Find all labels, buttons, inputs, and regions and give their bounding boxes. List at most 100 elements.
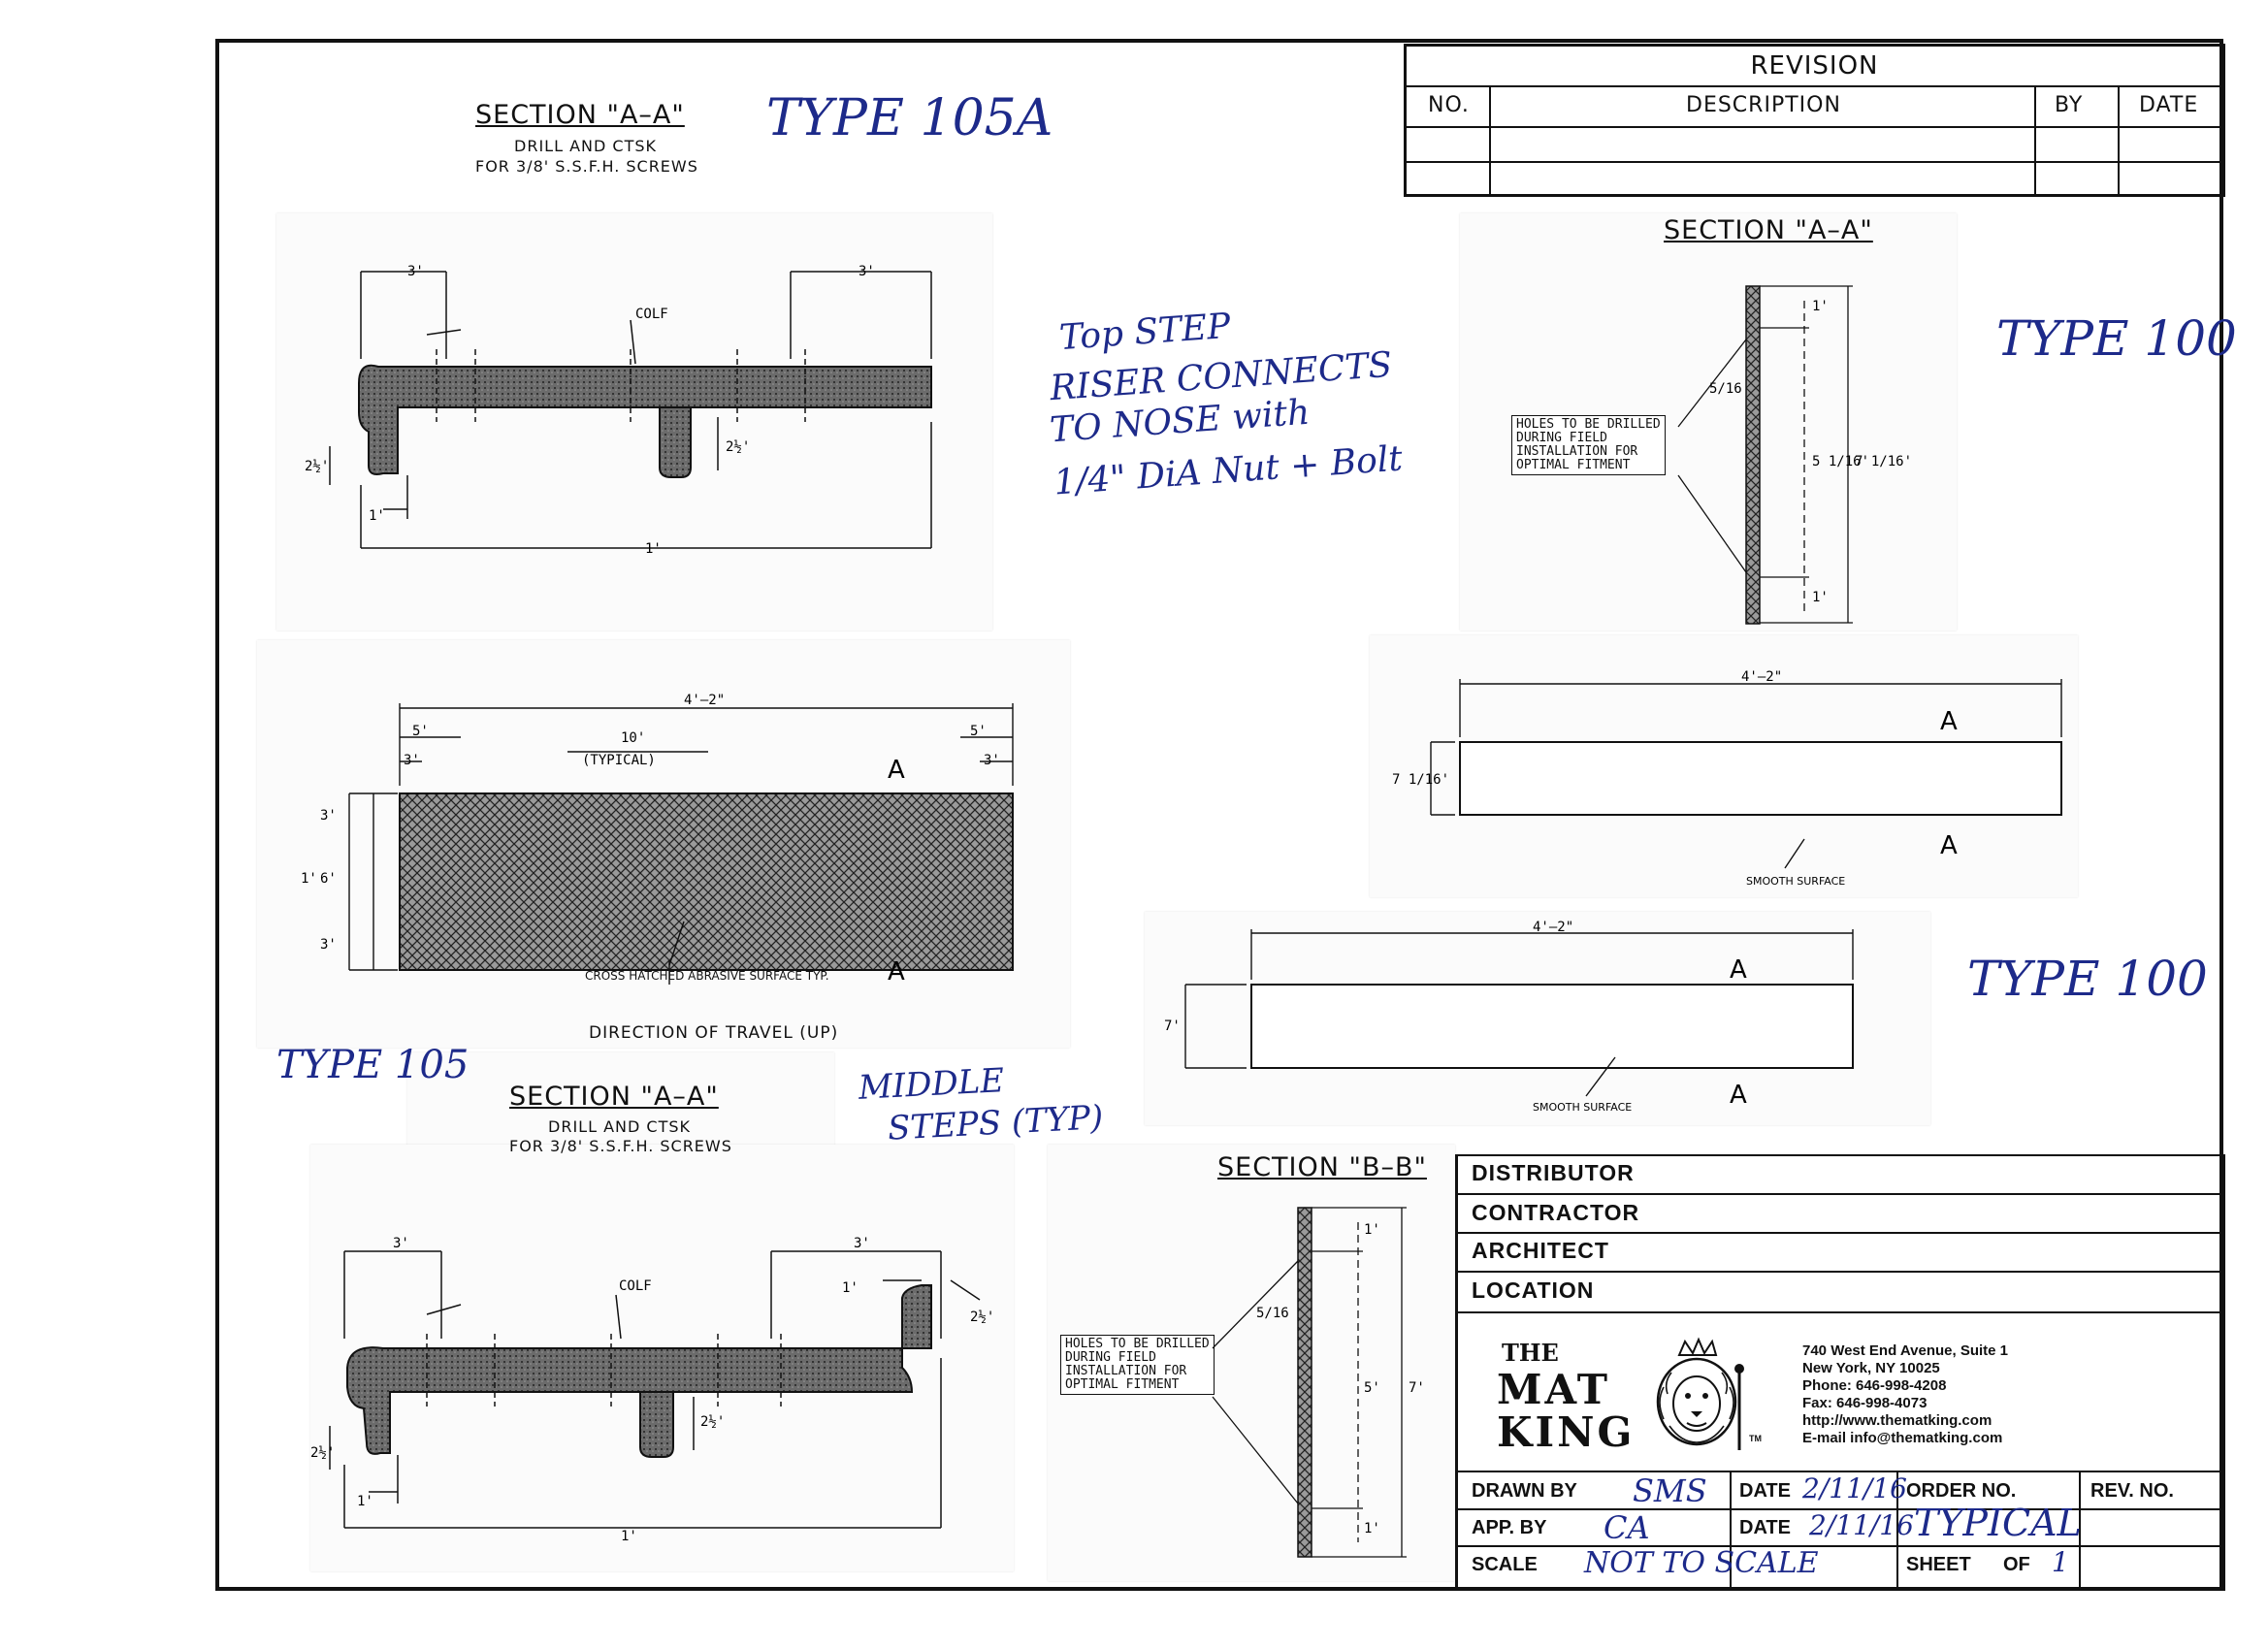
plan-105-drawing: 4'–2" 10' (TYPICAL) 5' 3' 5' 3' 3' 6' 3'… — [301, 693, 1014, 986]
title-block-divider — [1896, 1471, 1898, 1587]
dim-bb-frac: 5/16 — [1256, 1306, 1289, 1321]
dim-105-3-left: 3' — [404, 753, 420, 768]
riser-section-aa-drawing: 5/16 1' 5 1/16' 7 1/16' 1' — [1677, 285, 1912, 625]
revision-title: REVISION — [1407, 47, 2222, 87]
dim-105-rear-h: 2½' — [970, 1310, 994, 1325]
dim-bb-top: 1' — [1364, 1222, 1380, 1238]
middle-steps-note-line1: MIDDLE — [858, 1061, 1006, 1108]
dim-105a-leg: 2½' — [726, 439, 750, 455]
revision-header-by: BY — [2055, 93, 2084, 117]
title-block-line — [1458, 1545, 2225, 1547]
plan-100-bottom-drawing: 4'–2" 7' A A SMOOTH SURFACE — [1164, 920, 1854, 1114]
revision-divider — [2034, 85, 2036, 194]
address-line: Fax: 646-998-4073 — [1802, 1395, 1928, 1411]
revision-header-no: NO. — [1428, 93, 1470, 117]
app-by-value: CA — [1604, 1509, 1650, 1546]
dim-100-bottom-height: 7' — [1164, 1018, 1181, 1034]
section-aa-105a-title: SECTION "A–A" — [475, 100, 685, 130]
order-no-label: ORDER NO. — [1906, 1480, 2017, 1502]
dim-105-leg: 2½' — [700, 1414, 725, 1430]
direction-note-105: DIRECTION OF TRAVEL (UP) — [589, 1023, 839, 1043]
sheet-number: 1 — [2052, 1546, 2069, 1578]
dim-105-right: 3' — [854, 1236, 870, 1251]
surface-note-100-bottom: SMOOTH SURFACE — [1533, 1101, 1632, 1114]
section-aa-105a-note1: DRILL AND CTSK — [514, 137, 657, 155]
rev-no-label: REV. NO. — [2090, 1480, 2174, 1502]
holes-note-aa-line: INSTALLATION FOR — [1516, 444, 1638, 459]
address-line: 740 West End Avenue, Suite 1 — [1802, 1342, 2009, 1359]
address-line: Phone: 646-998-4208 — [1802, 1377, 1947, 1394]
lion-king-logo-icon — [1656, 1337, 1744, 1450]
revision-table: REVISION NO. DESCRIPTION BY DATE — [1404, 44, 2225, 197]
revision-header-date: DATE — [2139, 93, 2199, 117]
type-105a-label: TYPE 105A — [766, 89, 1053, 147]
dim-bb-bot: 1' — [1364, 1521, 1380, 1536]
dim-105-side-3a: 3' — [320, 808, 337, 824]
plan-100-top-drawing: 4'–2" 7 1/16' A A SMOOTH SURFACE — [1392, 669, 2062, 888]
holes-note-aa: HOLES TO BE DRILLED DURING FIELD INSTALL… — [1511, 415, 1666, 475]
surface-note-100-top: SMOOTH SURFACE — [1746, 875, 1845, 888]
title-block-line — [1458, 1471, 2225, 1472]
contractor-label: CONTRACTOR — [1472, 1200, 1640, 1225]
dim-105-colf: COLF — [619, 1278, 652, 1294]
dim-105-3-right: 3' — [984, 753, 1000, 768]
dim-105-nose-w: 1' — [357, 1494, 373, 1509]
order-no-value: TYPICAL — [1914, 1502, 2082, 1544]
holes-note-bb-line: DURING FIELD — [1065, 1350, 1156, 1365]
type-100-label-top: TYPE 100 — [1996, 310, 2237, 367]
company-address: 740 West End Avenue, Suite 1 New York, N… — [1802, 1342, 2008, 1447]
title-block-divider — [2079, 1471, 2081, 1587]
distributor-label: DISTRIBUTOR — [1472, 1160, 1635, 1185]
title-block-line — [1458, 1193, 2225, 1195]
revision-header-row: NO. DESCRIPTION BY DATE — [1407, 85, 2222, 128]
marker-a-100-top-2: A — [1940, 831, 1958, 860]
title-block-line — [1458, 1232, 2225, 1234]
dim-105a-right: 3' — [859, 264, 875, 279]
dim-aa-mid: 5 1/16' — [1812, 454, 1869, 469]
holes-note-bb-line: OPTIMAL FITMENT — [1065, 1377, 1180, 1392]
dim-105-side-6: 6' — [320, 871, 337, 887]
dim-aa-total: 7 1/16' — [1855, 454, 1912, 469]
title-block-line — [1458, 1154, 2225, 1156]
dim-105a-nose-w: 1' — [369, 508, 385, 524]
holes-note-bb-line: INSTALLATION FOR — [1065, 1364, 1187, 1378]
dim-105-side-total: 1' — [301, 871, 317, 887]
riser-section-bb-drawing: 5/16 1' 5' 7' 1' — [1212, 1207, 1425, 1558]
sheet-border — [215, 39, 2223, 1591]
dim-105-left: 3' — [393, 1236, 409, 1251]
drawn-by-label: DRAWN BY — [1472, 1480, 1577, 1502]
type-100-label-bottom: TYPE 100 — [1967, 951, 2208, 1007]
revision-divider — [2118, 85, 2120, 194]
dim-aa-frac: 5/16 — [1709, 381, 1742, 397]
title-block: DISTRIBUTOR CONTRACTOR ARCHITECT LOCATIO… — [1455, 1154, 2225, 1589]
architect-label: ARCHITECT — [1472, 1238, 1609, 1263]
title-block-line — [1458, 1311, 2225, 1313]
section-aa-105-note1: DRILL AND CTSK — [548, 1117, 691, 1136]
section-aa-right-title: SECTION "A–A" — [1664, 215, 1873, 245]
marker-a-100-top-1: A — [1940, 707, 1958, 736]
logo-tm: TM — [1749, 1434, 1762, 1443]
section-aa-105-title: SECTION "A–A" — [509, 1082, 719, 1112]
title-block-line — [1458, 1271, 2225, 1273]
surface-note-105: CROSS HATCHED ABRASIVE SURFACE TYP. — [585, 969, 829, 983]
dim-aa-top: 1' — [1812, 299, 1829, 314]
title-block-right-edge — [2223, 1154, 2225, 1591]
marker-a-100-bottom-2: A — [1730, 1081, 1747, 1110]
title-block-line — [1458, 1508, 2225, 1510]
logo-the: THE — [1502, 1339, 1559, 1367]
dim-105-5-right: 5' — [970, 724, 987, 739]
drawn-by-value: SMS — [1633, 1472, 1707, 1509]
profile-105-drawing: 3' 3' 1' 2½' 2½' 1' COLF 2½' 1' — [310, 1236, 994, 1544]
revision-divider — [1489, 85, 1491, 194]
section-aa-105-note2: FOR 3/8' S.S.F.H. SCREWS — [509, 1137, 732, 1155]
type-105-label: TYPE 105 — [276, 1043, 470, 1087]
date-value-2: 2/11/16 — [1809, 1509, 1914, 1541]
dim-100-bottom-overall: 4'–2" — [1533, 920, 1573, 935]
holes-note-aa-line: DURING FIELD — [1516, 431, 1607, 445]
date-label-2: DATE — [1739, 1517, 1791, 1538]
logo-mat: MAT — [1497, 1366, 1611, 1413]
section-bb-title: SECTION "B–B" — [1217, 1152, 1427, 1182]
marker-a-105-bottom: A — [888, 957, 905, 986]
scale-value: NOT TO SCALE — [1584, 1546, 1819, 1580]
logo-king: KING — [1497, 1408, 1636, 1456]
